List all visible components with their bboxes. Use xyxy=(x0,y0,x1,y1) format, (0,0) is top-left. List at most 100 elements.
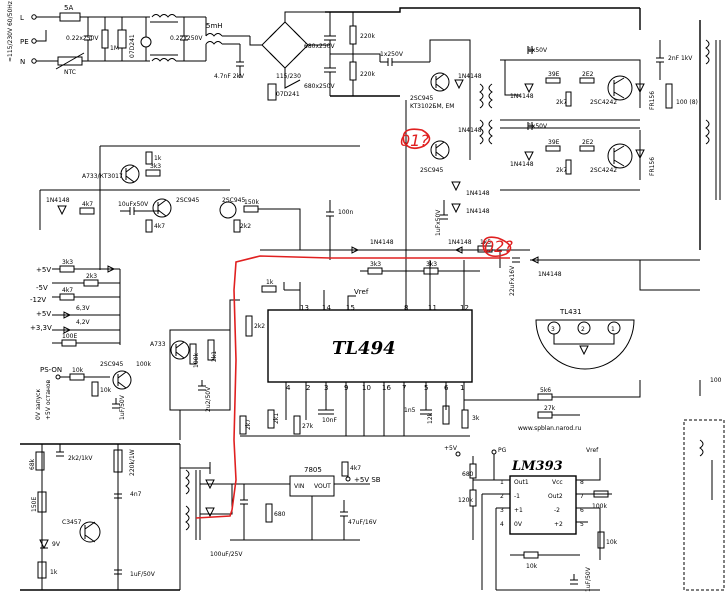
tl431-pin-2 xyxy=(577,321,591,335)
tl494-res-3k3b: 3k3 xyxy=(426,261,437,268)
zener-6v3: 6,3V xyxy=(76,305,91,312)
sb-cap-47uf: 47uF/16V xyxy=(348,519,378,526)
rail-res-100e: 100E xyxy=(62,333,77,340)
tl431-label: TL431 xyxy=(559,308,582,316)
prot-res-1k: 1k xyxy=(154,155,162,162)
ps-on-res-100k: 100k xyxy=(136,361,151,368)
lm393-cap-1uf: 1uF/50V xyxy=(585,566,592,592)
feedback-res-1k5: 1k5 xyxy=(480,239,491,246)
common-mode-choke xyxy=(151,14,177,62)
red-annotations: 01? 02? xyxy=(195,128,513,519)
terminal-l-dot xyxy=(31,14,37,20)
power-transistor-top xyxy=(607,75,633,101)
tl494-cap-10nf: 10nF xyxy=(322,417,337,424)
tl494-pin-16: 16 xyxy=(382,384,391,392)
tl494-res-1k: 1k xyxy=(266,279,274,286)
thermistor-label: NTC xyxy=(64,69,76,76)
standby-section: 68k 2k2/1kV 220k/1W 4n7 150E C3457 9V 1k… xyxy=(20,443,381,591)
prot-res-4k7b: 4k7 xyxy=(154,223,165,230)
lm393-pg-terminal xyxy=(491,449,497,455)
tl494-res-2k1: 2k1 xyxy=(273,413,280,424)
y-cap-label: 4.7nF 2kV xyxy=(214,73,245,80)
lm393-pin-name-7: Out2 xyxy=(548,493,563,500)
lm393-name: LM393 xyxy=(511,459,563,474)
sb-zener-9v: 9V xyxy=(52,541,61,548)
tl494-res-2k2: 2k2 xyxy=(254,323,265,330)
terminal-l: L xyxy=(20,14,24,22)
tl494-res-27k-b: 27k xyxy=(544,405,556,412)
voltage-switch[interactable] xyxy=(284,68,301,89)
sb-transistor-label: C3457 xyxy=(62,519,82,526)
sb-reg-vout: VOUT xyxy=(314,483,331,490)
terminal-n-dot xyxy=(31,58,37,64)
lm393-pin-name-5: +2 xyxy=(554,521,563,528)
annotation-circle-1 xyxy=(402,128,431,150)
tl494-section: TL494 13 14 15 8 11 12 4 2 3 9 10 16 7 5… xyxy=(239,100,641,437)
bleeder-resistor xyxy=(101,29,109,49)
tl494-res-3k3a: 3k3 xyxy=(370,261,381,268)
base-res-3-label: 2k7 xyxy=(556,99,567,106)
rail-label-3v3: +3,3V xyxy=(30,324,52,332)
website-label: www.spblan.narod.ru xyxy=(518,425,582,432)
bleeder-bottom xyxy=(349,61,357,81)
tl494-res-5k6: 5k6 xyxy=(540,387,551,394)
rail-res-4k7: 4k7 xyxy=(62,287,73,294)
lm393-supply: +5V xyxy=(444,445,458,452)
tl494-pin-15: 15 xyxy=(346,304,355,312)
bleeder-label: 1M xyxy=(110,45,119,52)
prot-cap-100n: 100n xyxy=(338,209,353,216)
prot-transistor-c-label: 2SC945 xyxy=(222,197,245,204)
lm393-pin-name-3: +1 xyxy=(514,507,523,514)
base-cap-2-label: 1x50V xyxy=(528,123,548,130)
prot-res-3k3: 3k3 xyxy=(150,163,161,170)
ps-on-terminal[interactable] xyxy=(55,374,61,380)
protection-section: 1k 3k3 A733/КТ3017 1N4148 4k7 10uFx50V 2… xyxy=(30,145,530,347)
prot-res-2k2: 2k2 xyxy=(240,223,251,230)
spark-gap xyxy=(140,36,152,48)
driver-transistor-2-label: 2SC945 xyxy=(420,167,443,174)
prot-transistor-c xyxy=(219,201,237,219)
lm393-pin-name-8: Vcc xyxy=(552,479,563,486)
tl494-pin-14: 14 xyxy=(322,304,331,312)
driver-diode-3-label: 1N4148 xyxy=(466,190,490,197)
terminal-n: N xyxy=(20,58,25,66)
base-diode-1-label: 1N4148 xyxy=(510,93,534,100)
fast-diode-1-label: FR156 xyxy=(649,91,656,110)
tl494-name: TL494 xyxy=(332,338,396,359)
rail-res-2k3: 2k3 xyxy=(86,273,97,280)
base-res-2-label: 2E2 xyxy=(582,71,594,78)
ps-on-res-2k1: 2k1 xyxy=(211,351,218,362)
driver-transistor-label: 2SC945 xyxy=(410,95,433,102)
ps-on-res-100k-b: 100k xyxy=(193,353,200,368)
lm393-pin-2: 2 xyxy=(500,493,504,500)
sb-res-68k: 68k xyxy=(29,458,36,470)
rail-label-m5v: -5V xyxy=(36,284,48,292)
annotation-q1: 01? xyxy=(400,131,429,150)
prot-transistor-main-label: A733/КТ3017 xyxy=(82,173,123,180)
coupling-cap-label: 1x250V xyxy=(380,51,404,58)
varistor-2 xyxy=(267,83,277,101)
x-cap-2-label: 0.22x250V xyxy=(170,35,203,42)
bleeder-top-label: 220k xyxy=(360,33,375,40)
prot-transistor-main xyxy=(120,164,140,184)
ps-on-label: PS-ON xyxy=(40,366,62,374)
annotation-q2: 02? xyxy=(484,237,513,256)
lm393-chip xyxy=(509,475,577,535)
sb-regulator-label: 7805 xyxy=(304,466,322,474)
ps-on-cap-label: 1uF/50V xyxy=(119,394,126,420)
tl431-body xyxy=(535,319,635,370)
voltage-switch-label: 115/230 xyxy=(276,73,301,80)
tl494-pin-4: 4 xyxy=(286,384,291,392)
sb-res-150e: 150E xyxy=(31,497,38,512)
feedback-section: 1N4148 1N4148 1k5 22uFx16V 1N4148 TL431 … xyxy=(260,239,725,591)
feedback-diode-1-label: 1N4148 xyxy=(370,239,394,246)
secondary-box xyxy=(683,419,725,591)
varistor-1 xyxy=(117,29,127,49)
tl494-pin-1: 1 xyxy=(460,384,464,392)
lm393-res-100k: 100k xyxy=(592,503,607,510)
tl431-pin-1-label: 1 xyxy=(611,326,615,333)
zener-4v2: 4,2V xyxy=(76,319,91,326)
prot-transistor-b-label: 2SC945 xyxy=(176,197,199,204)
driver-diode-2-label: 1N4148 xyxy=(458,127,482,134)
